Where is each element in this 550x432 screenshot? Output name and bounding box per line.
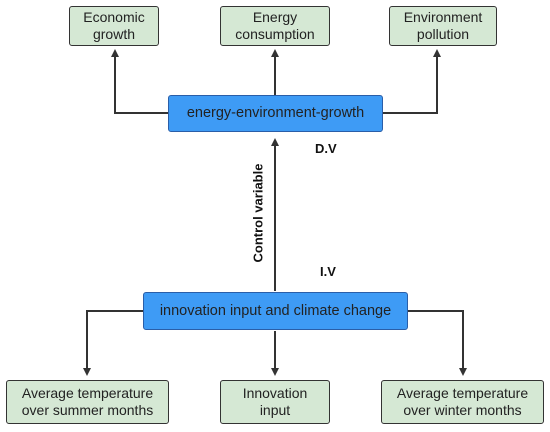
arrow-to-environment-pollution (383, 49, 441, 114)
energy-consumption-line2: consumption (235, 26, 315, 42)
iv-label: I.V (320, 264, 336, 279)
dependent-variable-text: energy-environment-growth (186, 105, 365, 121)
dependent-variable-box: energy-environment-growth (168, 95, 383, 132)
energy-consumption-line1: Energy (252, 9, 298, 25)
economic-growth-line2: growth (92, 26, 136, 42)
summer-temperature-line2: over summer months (21, 402, 154, 418)
summer-temperature-box: Average temperature over summer months (6, 380, 169, 424)
economic-growth-box: Economic growth (69, 6, 159, 46)
energy-consumption-box: Energy consumption (220, 6, 330, 46)
innovation-input-line1: Innovation (242, 385, 308, 401)
innovation-input-line2: input (259, 402, 291, 418)
arrow-to-summer-temperature (83, 310, 143, 376)
environment-pollution-box: Environment pollution (389, 6, 497, 46)
independent-variable-box: innovation input and climate change (143, 292, 408, 330)
winter-temperature-line2: over winter months (403, 402, 522, 418)
economic-growth-line1: Economic (83, 9, 145, 25)
environment-pollution-line2: pollution (416, 26, 470, 42)
control-variable-label: Control variable (250, 163, 266, 263)
summer-temperature-line1: Average temperature (21, 385, 154, 401)
winter-temperature-line1: Average temperature (396, 385, 529, 401)
arrow-to-winter-temperature (408, 310, 467, 376)
arrow-to-economic-growth (111, 49, 168, 114)
winter-temperature-box: Average temperature over winter months (381, 380, 544, 424)
environment-pollution-line1: Environment (403, 9, 483, 25)
dv-label: D.V (315, 141, 337, 156)
innovation-input-box: Innovation input (220, 380, 330, 424)
independent-variable-text: innovation input and climate change (159, 302, 392, 319)
